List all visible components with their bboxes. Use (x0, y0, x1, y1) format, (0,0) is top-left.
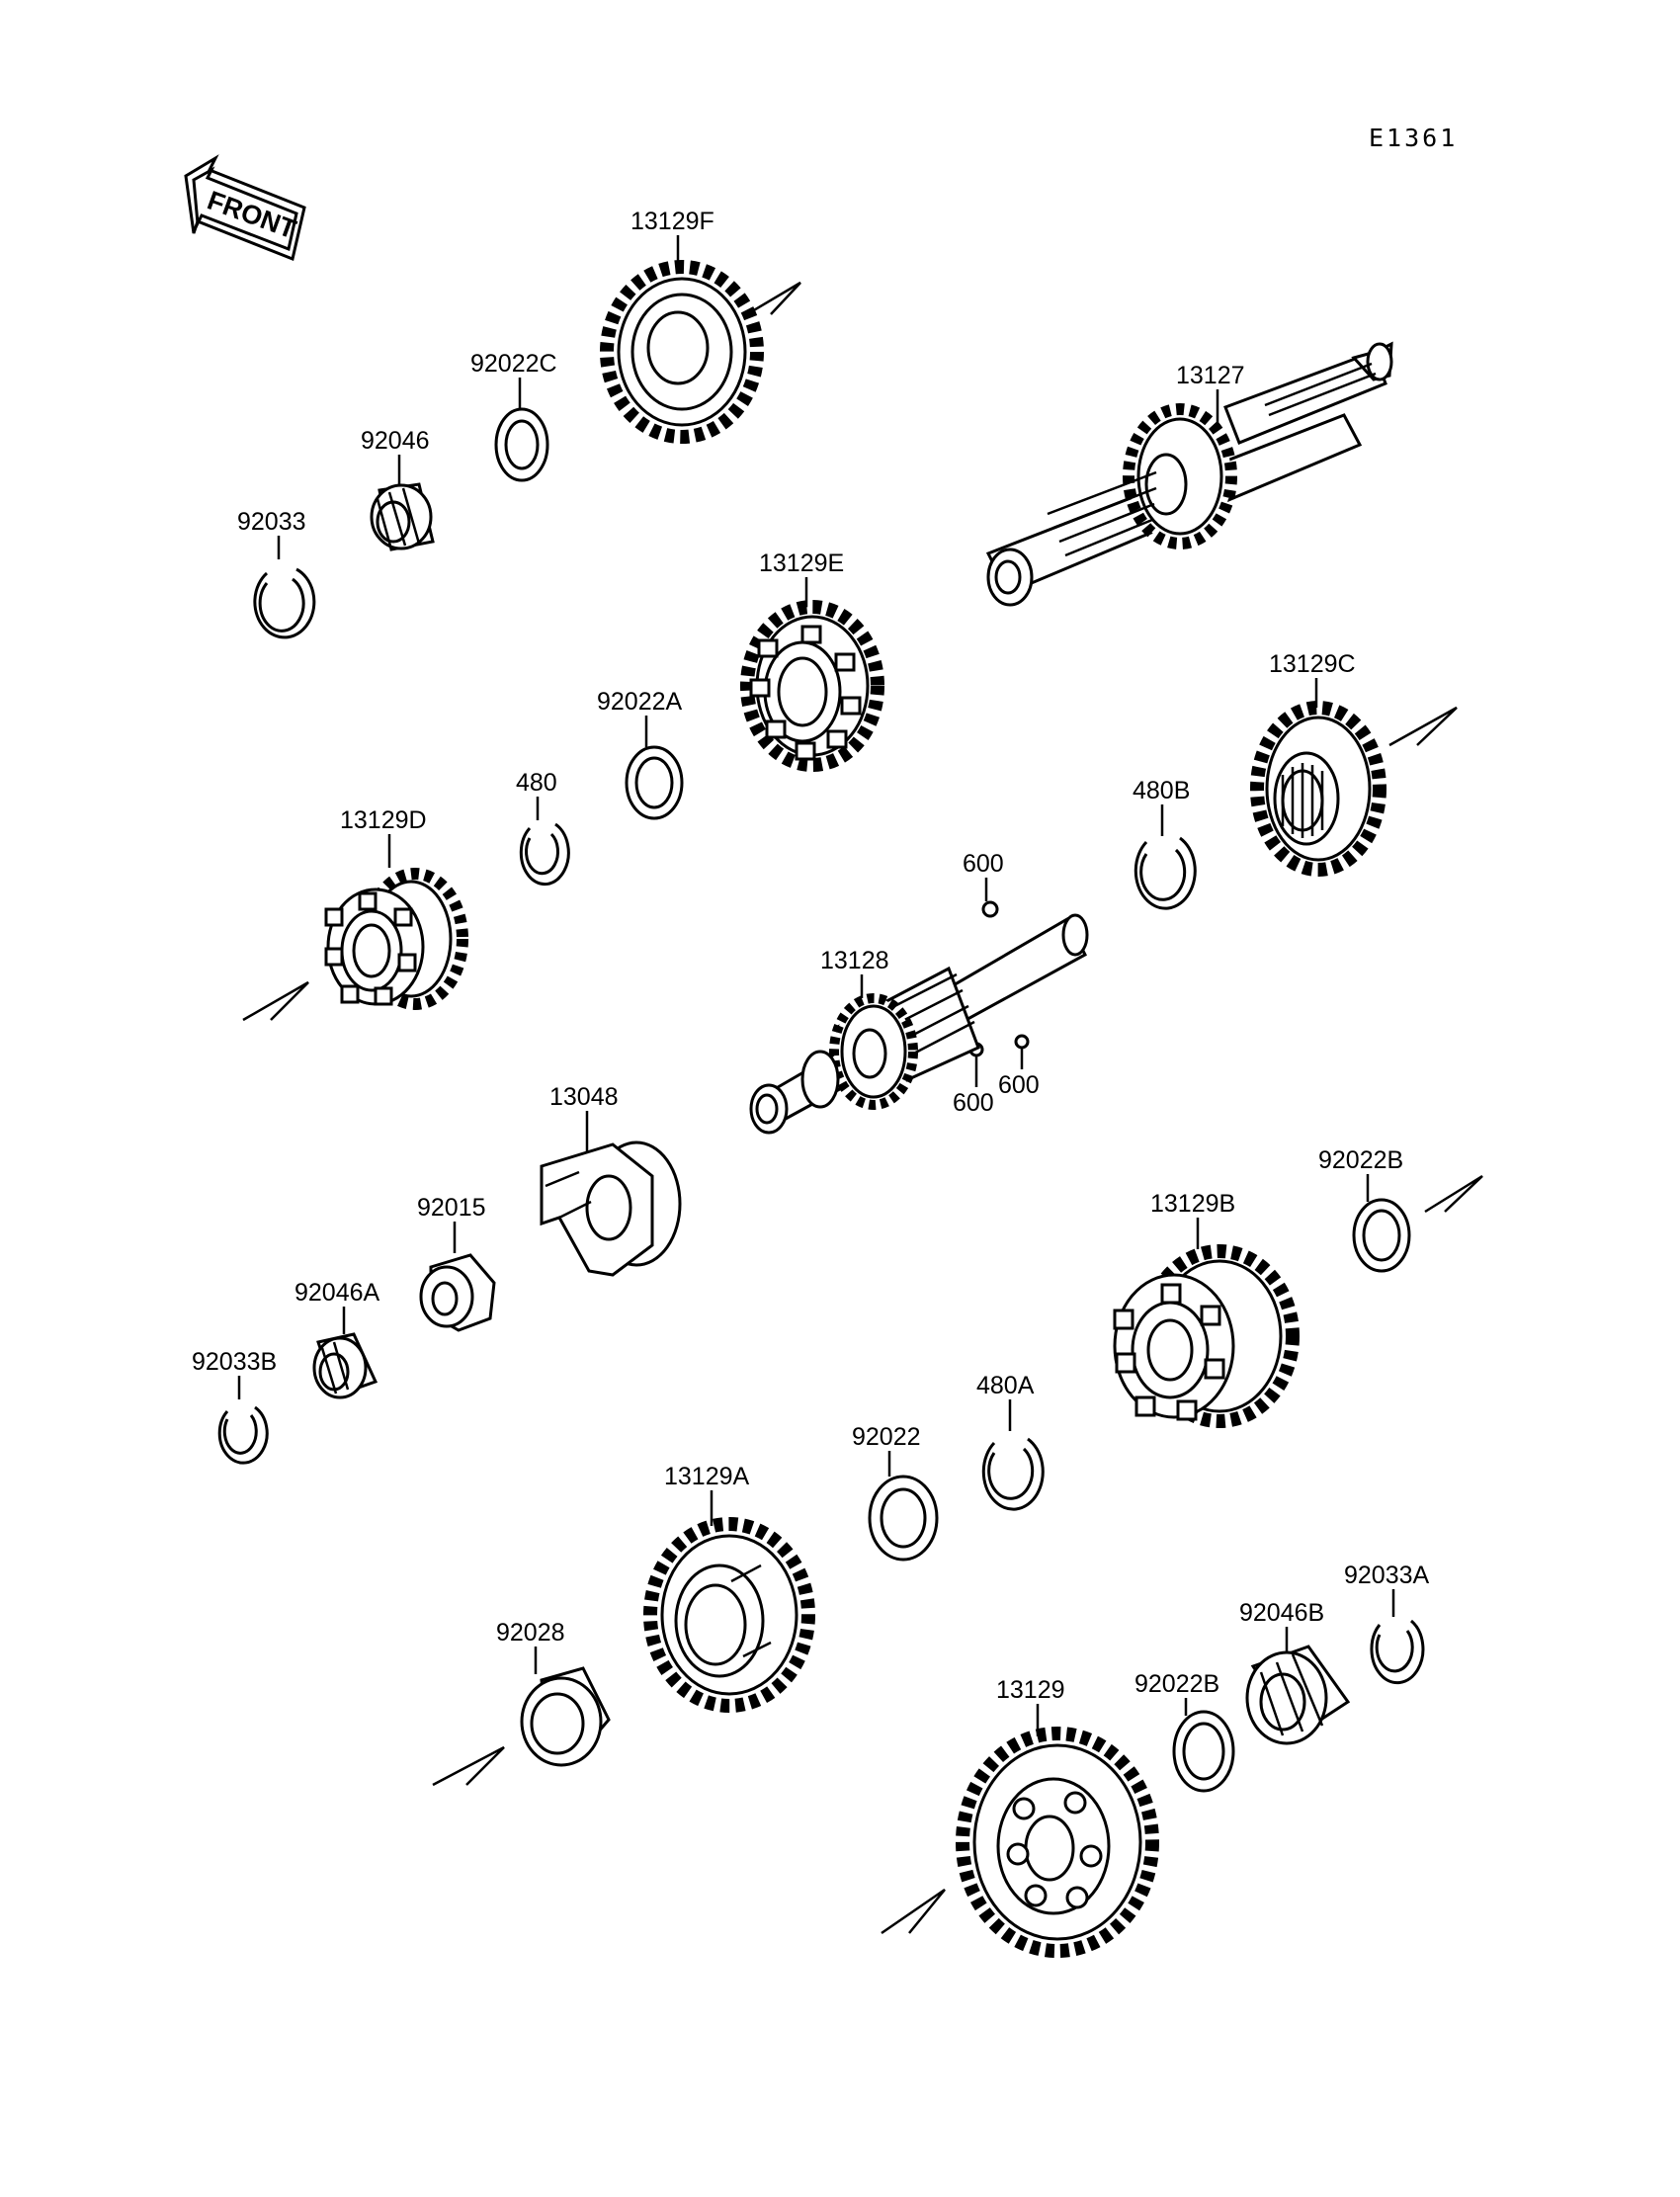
washer-92022C (494, 407, 549, 482)
svg-text:480B: 480B (1133, 777, 1190, 804)
front-arrow-icon: FRONT (184, 154, 306, 262)
ball-600 (1014, 1034, 1030, 1050)
part-label: 600 (953, 1056, 994, 1117)
axis-indicator (242, 281, 1483, 1935)
part-label: 92028 (496, 1619, 565, 1674)
svg-text:13129B: 13129B (1150, 1190, 1235, 1218)
gear-13129 (956, 1727, 1159, 1958)
part-label: 92046B (1239, 1599, 1324, 1654)
svg-text:92033A: 92033A (1344, 1562, 1430, 1589)
bushing-13048 (540, 1141, 682, 1277)
bearing-92046A (312, 1332, 378, 1399)
svg-text:13129A: 13129A (664, 1463, 750, 1490)
washer-92022A (625, 745, 684, 820)
gear-13129F (600, 260, 764, 444)
part-label: 92033A (1344, 1562, 1430, 1617)
part-label: 92022A (597, 688, 683, 747)
shaft-13127 (985, 341, 1393, 607)
ball-600 (981, 900, 999, 918)
part-label: 92015 (417, 1194, 486, 1253)
svg-text:13128: 13128 (820, 947, 889, 974)
part-label: 600 (963, 850, 1004, 901)
part-label: 480B (1133, 777, 1190, 836)
circlip-92033B (217, 1405, 269, 1465)
circlip-480A (981, 1437, 1045, 1511)
svg-text:480: 480 (516, 769, 557, 797)
svg-text:92046: 92046 (361, 427, 430, 455)
shaft-13128 (749, 913, 1089, 1135)
svg-text:92022: 92022 (852, 1423, 921, 1451)
svg-text:92046A: 92046A (294, 1279, 380, 1307)
svg-text:600: 600 (953, 1089, 994, 1117)
part-label: 92022C (470, 350, 557, 409)
part-label: 92022 (852, 1423, 921, 1477)
part-label: 600 (998, 1048, 1040, 1099)
part-label: 480A (976, 1372, 1035, 1431)
part-label: 13129D (340, 806, 427, 868)
svg-text:13129: 13129 (996, 1676, 1065, 1704)
part-label: 13129F (630, 208, 714, 269)
svg-text:13129D: 13129D (340, 806, 427, 834)
circlip-92033A (1370, 1619, 1425, 1685)
part-label: 13129E (759, 549, 844, 611)
nut-92015 (419, 1253, 496, 1332)
svg-text:92022A: 92022A (597, 688, 683, 716)
washer-92022B (1172, 1710, 1235, 1793)
part-label: 480 (516, 769, 557, 820)
part-label: 92033B (192, 1348, 277, 1399)
part-label: 92022B (1134, 1670, 1219, 1716)
bearing-92046 (370, 482, 435, 551)
circlip-92033 (253, 567, 316, 639)
circlip-480B (1134, 836, 1197, 910)
gear-13129B (1113, 1244, 1300, 1428)
svg-text:13048: 13048 (549, 1083, 619, 1111)
svg-text:13129F: 13129F (630, 208, 714, 235)
svg-text:480A: 480A (976, 1372, 1035, 1399)
svg-text:92033B: 92033B (192, 1348, 277, 1376)
bearing-92046B (1245, 1645, 1351, 1745)
svg-text:13129E: 13129E (759, 549, 844, 577)
svg-text:13129C: 13129C (1269, 650, 1356, 678)
svg-text:92033: 92033 (237, 508, 306, 536)
svg-text:92022B: 92022B (1134, 1670, 1219, 1698)
svg-text:600: 600 (998, 1071, 1040, 1099)
part-label: 13127 (1176, 362, 1245, 423)
gear-13129C (1250, 701, 1386, 877)
part-label: 92033 (237, 508, 306, 559)
svg-text:92015: 92015 (417, 1194, 486, 1222)
gear-13129D (324, 868, 468, 1010)
part-label: 13048 (549, 1083, 619, 1158)
part-label: 92022B (1318, 1146, 1403, 1202)
svg-text:92022C: 92022C (470, 350, 557, 378)
part-label: 13129A (664, 1463, 750, 1526)
washer-92022 (868, 1475, 939, 1562)
svg-text:92046B: 92046B (1239, 1599, 1324, 1627)
diagram-code: E1361 (1369, 124, 1458, 152)
svg-text:13127: 13127 (1176, 362, 1245, 389)
circlip-480 (519, 822, 570, 887)
svg-text:92028: 92028 (496, 1619, 565, 1647)
collar-92028 (520, 1666, 611, 1767)
part-label: 13129 (996, 1676, 1065, 1739)
part-label: 92046 (361, 427, 430, 484)
part-label: 13128 (820, 947, 889, 998)
gear-13129E (740, 600, 884, 772)
part-label: 92046A (294, 1279, 380, 1334)
washer-92022B (1352, 1198, 1411, 1273)
svg-text:92022B: 92022B (1318, 1146, 1403, 1174)
part-label: 13129B (1150, 1190, 1235, 1249)
svg-text:600: 600 (963, 850, 1004, 878)
gear-13129A (643, 1517, 815, 1713)
